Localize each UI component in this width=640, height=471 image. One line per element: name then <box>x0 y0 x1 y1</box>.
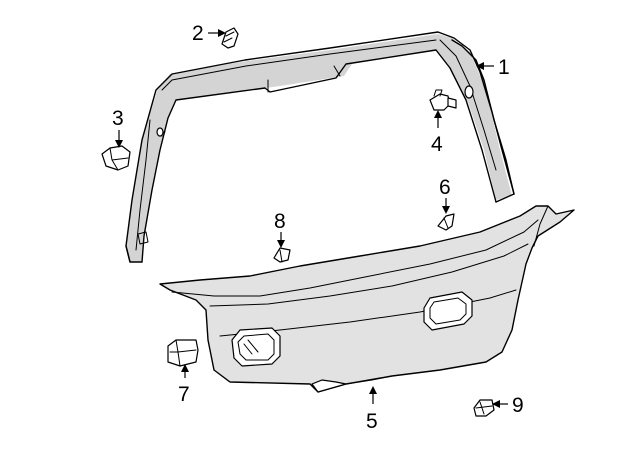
part-9-clip[interactable] <box>473 399 495 417</box>
part-6-clip[interactable] <box>437 213 455 231</box>
callout-5: 5 <box>366 410 378 433</box>
callout-4: 4 <box>431 133 443 156</box>
part-7-bracket[interactable] <box>167 339 199 367</box>
callout-3: 3 <box>112 107 124 130</box>
part-2-clip[interactable] <box>221 27 239 49</box>
part-8-clip[interactable] <box>273 247 291 263</box>
callout-labels: 1 2 3 4 5 6 7 8 9 <box>112 22 524 433</box>
callout-9: 9 <box>512 394 524 417</box>
part-3-retainer[interactable] <box>101 145 131 171</box>
part-4-push-pin[interactable] <box>429 89 457 111</box>
part-5-lower-trim-panel[interactable] <box>159 205 575 393</box>
leader-lines <box>115 29 508 408</box>
callout-6: 6 <box>439 176 451 199</box>
callout-1: 1 <box>498 56 510 79</box>
part-1-window-garnish[interactable] <box>125 31 515 263</box>
callout-8: 8 <box>274 210 286 233</box>
callout-7: 7 <box>178 383 190 406</box>
callout-2: 2 <box>192 22 204 45</box>
